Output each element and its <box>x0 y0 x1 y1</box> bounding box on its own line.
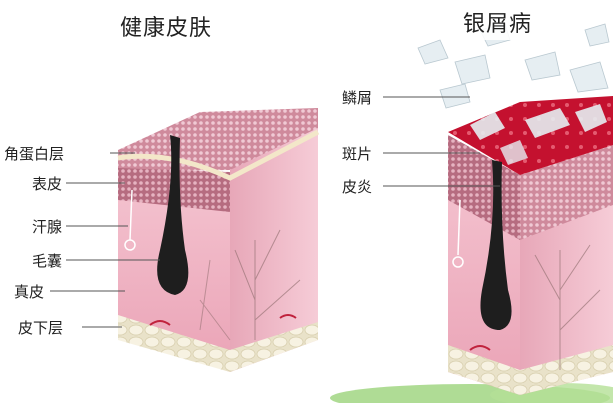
title-healthy-skin: 健康皮肤 <box>112 8 221 44</box>
hair-follicle <box>157 135 189 295</box>
psoriasis-skin-block <box>448 96 613 395</box>
sweat-gland <box>124 239 136 251</box>
label-inflammation: 皮炎 <box>338 175 377 198</box>
label-hair-follicle: 毛囊 <box>28 249 67 272</box>
label-scale: 鳞屑 <box>338 86 377 109</box>
label-epidermis: 表皮 <box>28 172 67 195</box>
label-sweat-gland: 汗腺 <box>28 215 67 238</box>
label-dermis: 真皮 <box>10 280 49 303</box>
psoriasis-hair-follicle <box>480 160 512 330</box>
label-stratum-corneum: 角蛋白层 <box>0 142 69 165</box>
label-subcutis: 皮下层 <box>14 316 68 339</box>
leader-lines <box>50 96 500 328</box>
label-plaque: 斑片 <box>338 142 377 165</box>
title-psoriasis: 银屑病 <box>455 4 541 40</box>
healthy-skin-block <box>117 108 320 372</box>
